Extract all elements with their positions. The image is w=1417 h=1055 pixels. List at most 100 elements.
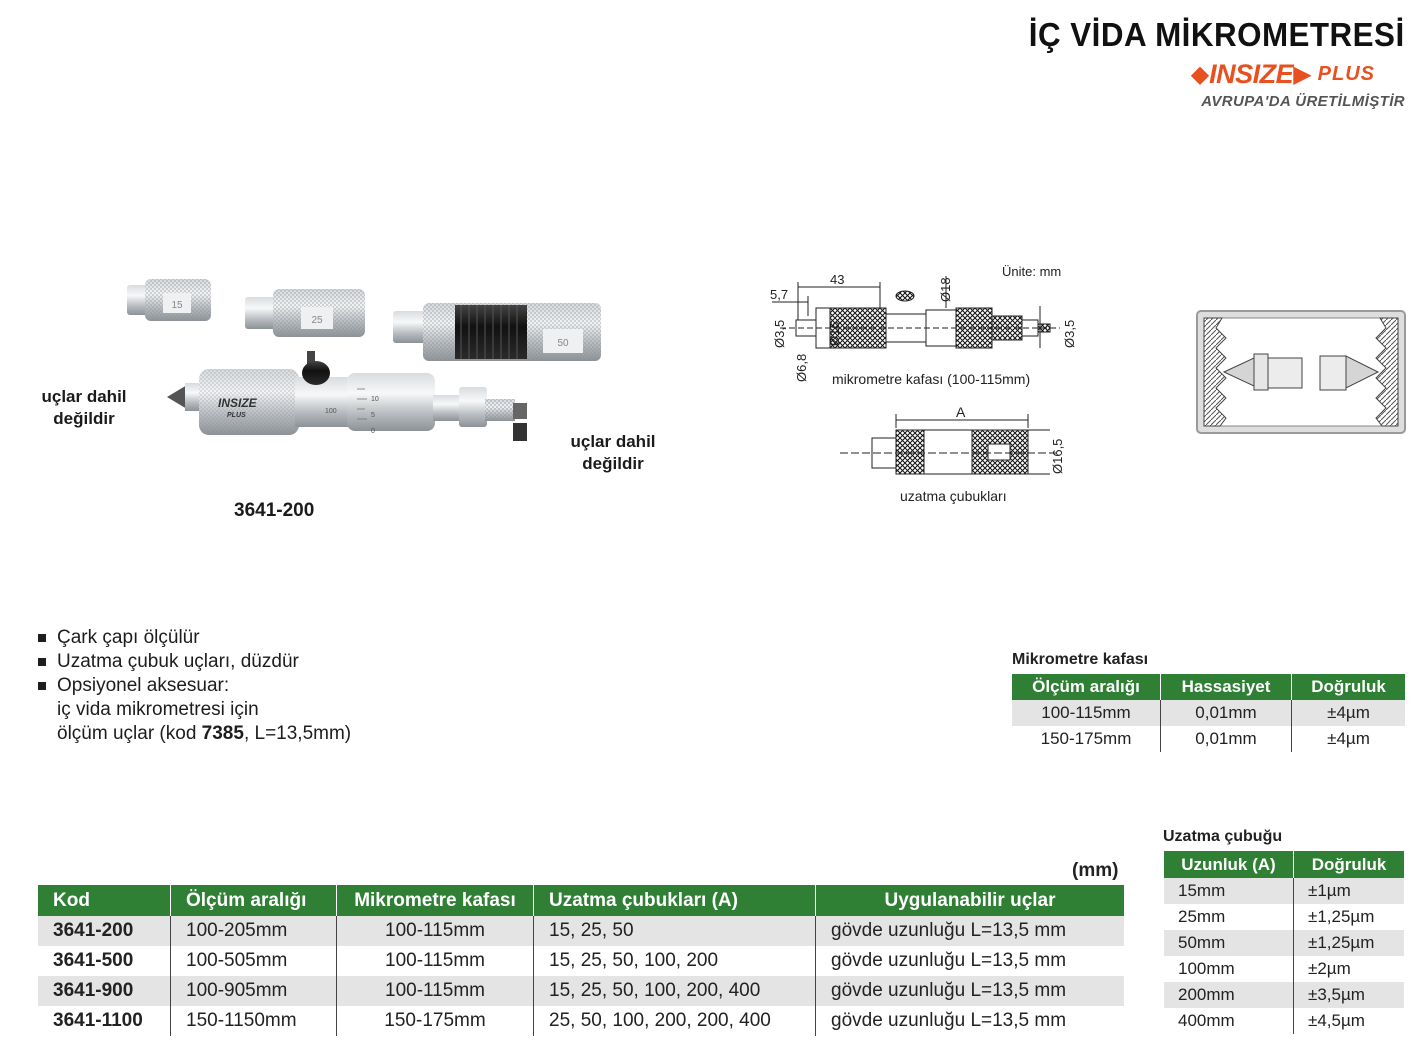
table-cell: ±2µm <box>1293 956 1404 982</box>
thread-measuring-illustration <box>1196 310 1406 434</box>
table-row: 3641-200 100-205mm 100-115mm 15, 25, 50 … <box>38 916 1124 946</box>
feature-text: Çark çapı ölçülür <box>57 627 200 648</box>
dim-d3-5-left: Ø3,5 <box>772 320 787 348</box>
table-cell: ±4µm <box>1291 700 1405 726</box>
note-left-line2: değildir <box>53 409 115 428</box>
table-row: 400mm±4,5µm <box>1164 1008 1404 1034</box>
table-cell: gövde uzunluğu L=13,5 mm <box>815 976 1124 1006</box>
dim-5-7: 5,7 <box>770 287 788 302</box>
table-cell: ±1,25µm <box>1293 904 1404 930</box>
feature-text: Uzatma çubuk uçları, düzdür <box>57 651 299 672</box>
table-row: 3641-500 100-505mm 100-115mm 15, 25, 50,… <box>38 946 1124 976</box>
rod-label-15: 15 <box>171 300 183 311</box>
dim-43: 43 <box>830 272 844 287</box>
col-header: Mikrometre kafası <box>336 885 534 916</box>
technical-drawing: Ünite: mm 43 5,7 Ø18 Ø3,5 Ø6,8 Ø16 Ø3,5 … <box>770 264 1077 504</box>
page-title: İÇ VİDA MİKROMETRESİ <box>1029 16 1405 53</box>
table-cell: ±1µm <box>1293 878 1404 904</box>
table-cell: 100mm <box>1164 956 1294 982</box>
col-header: Doğruluk <box>1291 674 1405 700</box>
drawing-extension-rod <box>840 414 1060 475</box>
table-cell: 3641-900 <box>38 976 171 1006</box>
thimble-mark-5: 5 <box>371 412 375 419</box>
dim-a: A <box>956 404 966 420</box>
table-cell: gövde uzunluğu L=13,5 mm <box>815 1006 1124 1036</box>
col-header: Hassasiyet <box>1160 674 1292 700</box>
rod-label-50: 50 <box>557 338 569 349</box>
table-cell: 0,01mm <box>1160 700 1292 726</box>
made-in-europe-label: AVRUPA'DA ÜRETİLMİŞTİR <box>1201 93 1405 110</box>
brand-suffix: PLUS <box>1317 62 1375 85</box>
brand-logo: ◆ INSIZE ▶ PLUS <box>1191 56 1375 92</box>
cont-text-pre: ölçüm uçlar (kod <box>57 723 202 744</box>
table-row: 50mm±1,25µm <box>1164 930 1404 956</box>
col-header: Ölçüm aralığı <box>170 885 337 916</box>
table-cell: 150-1150mm <box>170 1006 337 1036</box>
cont-text-post: , L=13,5mm) <box>243 723 352 744</box>
head-brand-text: INSIZE <box>218 396 258 410</box>
table-cell: 150-175mm <box>336 1006 534 1036</box>
table-row: 100-115mm 0,01mm ±4µm <box>1012 700 1405 726</box>
note-left-line1: uçlar dahil <box>41 387 127 406</box>
table-cell: 15mm <box>1164 878 1294 904</box>
product-photo: 15 25 50 INSIZE PLUS <box>127 279 601 441</box>
col-header: Ölçüm aralığı <box>1012 674 1161 700</box>
extension-rod-15: 15 <box>127 279 211 321</box>
table-cell: 100-115mm <box>1012 700 1161 726</box>
head-table-caption: Mikrometre kafası <box>1012 651 1149 668</box>
table-cell: 15, 25, 50 <box>533 916 816 946</box>
ext-table-caption: Uzatma çubuğu <box>1163 828 1283 845</box>
col-header: Uygulanabilir uçlar <box>815 885 1124 916</box>
table-cell: 50mm <box>1164 930 1294 956</box>
table-cell: 100-905mm <box>170 976 337 1006</box>
table-cell: 200mm <box>1164 982 1294 1008</box>
table-cell: 3641-200 <box>38 916 171 946</box>
table-cell: 100-205mm <box>170 916 337 946</box>
dim-d3-5-right: Ø3,5 <box>1062 320 1077 348</box>
table-cell: 0,01mm <box>1160 726 1292 752</box>
micrometer-head: INSIZE PLUS 100 10 5 0 <box>167 351 527 441</box>
col-header: Uzatma çubukları (A) <box>533 885 816 916</box>
extension-rod-50: 50 <box>393 303 601 361</box>
table-cell: 3641-1100 <box>38 1006 171 1036</box>
rod-label-25: 25 <box>311 315 323 326</box>
table-cell: 400mm <box>1164 1008 1294 1034</box>
head-brand-sub: PLUS <box>227 412 246 419</box>
bullet-icon <box>38 682 46 690</box>
table-cell: gövde uzunluğu L=13,5 mm <box>815 946 1124 976</box>
table-cell: ±4µm <box>1291 726 1405 752</box>
feature-item: Çark çapı ölçülür <box>38 626 351 650</box>
table-row: 15mm±1µm <box>1164 878 1404 904</box>
head-spec-table: Ölçüm aralığı Hassasiyet Doğruluk 100-11… <box>1012 674 1405 752</box>
table-cell: 100-115mm <box>336 916 534 946</box>
thimble-mark-0: 0 <box>371 428 375 435</box>
ext-rod-spec-table: Uzunluk (A) Doğruluk 15mm±1µm 25mm±1,25µ… <box>1164 851 1404 1034</box>
dim-d18: Ø18 <box>938 277 953 302</box>
dim-d16-5: Ø16,5 <box>1050 439 1065 474</box>
table-cell: 3641-500 <box>38 946 171 976</box>
note-right-line1: uçlar dahil <box>570 432 656 451</box>
drawing-caption-head: mikrometre kafası (100-115mm) <box>832 371 1030 387</box>
brand-left-arrow-icon: ◆ <box>1190 60 1210 88</box>
col-header: Uzunluk (A) <box>1164 851 1294 878</box>
table-row: 25mm±1,25µm <box>1164 904 1404 930</box>
table-cell: 25mm <box>1164 904 1294 930</box>
accessory-code: 7385 <box>201 723 244 744</box>
feature-continuation-2: ölçüm uçlar (kod 7385, L=13,5mm) <box>57 722 351 746</box>
note-right-line2: değildir <box>582 454 644 473</box>
main-product-table: Kod Ölçüm aralığı Mikrometre kafası Uzat… <box>38 885 1124 1036</box>
bullet-icon <box>38 658 46 666</box>
main-table-unit: (mm) <box>1072 860 1119 881</box>
table-cell: gövde uzunluğu L=13,5 mm <box>815 916 1124 946</box>
col-header: Doğruluk <box>1293 851 1404 878</box>
note-tips-not-included-left: uçlar dahil değildir <box>36 386 132 430</box>
table-cell: ±4,5µm <box>1293 1008 1404 1034</box>
table-cell: 25, 50, 100, 200, 200, 400 <box>533 1006 816 1036</box>
table-row: 100mm±2µm <box>1164 956 1404 982</box>
brand-right-arrow-icon: ▶ <box>1293 60 1312 88</box>
table-cell: 15, 25, 50, 100, 200, 400 <box>533 976 816 1006</box>
feature-item: Opsiyonel aksesuar: <box>38 674 351 698</box>
table-cell: 100-505mm <box>170 946 337 976</box>
table-row: 3641-1100 150-1150mm 150-175mm 25, 50, 1… <box>38 1006 1124 1036</box>
drawing-unit-label: Ünite: mm <box>1002 264 1061 279</box>
